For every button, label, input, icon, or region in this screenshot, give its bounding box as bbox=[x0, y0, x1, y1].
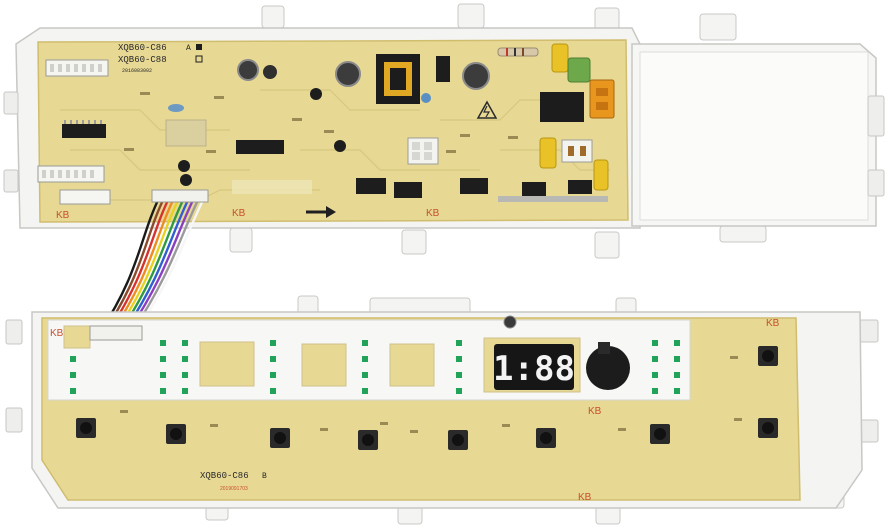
led bbox=[160, 340, 166, 346]
bottom-model-line: XQB60-C86 bbox=[200, 471, 249, 481]
top-variant-label: A bbox=[186, 44, 191, 53]
tactile-button-cap bbox=[170, 428, 182, 440]
bottom-date-code: 2019091703 bbox=[220, 486, 248, 492]
top-pcb: XQB60-C86 XQB60-C88 A 2016083002 KB KB K… bbox=[37, 39, 629, 223]
led bbox=[362, 372, 368, 378]
bottom-kb-mark-3: KB bbox=[578, 492, 592, 503]
led bbox=[160, 372, 166, 378]
led bbox=[160, 356, 166, 362]
bottom-kb-mark-2: KB bbox=[588, 406, 602, 417]
led bbox=[362, 356, 368, 362]
bottom-kb-mark-4: KB bbox=[766, 318, 780, 329]
led bbox=[160, 388, 166, 394]
led bbox=[652, 340, 658, 346]
tactile-button-cap bbox=[274, 432, 286, 444]
tactile-button-cap bbox=[762, 350, 774, 362]
led bbox=[652, 356, 658, 362]
tactile-button-cap bbox=[80, 422, 92, 434]
led bbox=[182, 388, 188, 394]
tactile-button-cap bbox=[452, 434, 464, 446]
top-model-line-1: XQB60-C86 bbox=[118, 43, 167, 53]
led bbox=[362, 388, 368, 394]
led bbox=[674, 388, 680, 394]
tactile-button-cap bbox=[540, 432, 552, 444]
led bbox=[270, 340, 276, 346]
led bbox=[652, 372, 658, 378]
led bbox=[270, 372, 276, 378]
led bbox=[362, 340, 368, 346]
top-kb-mark-3: KB bbox=[426, 208, 440, 219]
led bbox=[70, 372, 76, 378]
top-model-line-2: XQB60-C88 bbox=[118, 55, 167, 65]
led bbox=[270, 356, 276, 362]
display-digits: 1:88 bbox=[493, 349, 575, 389]
led bbox=[456, 340, 462, 346]
top-date-code: 2016083002 bbox=[122, 68, 152, 74]
tactile-button-cap bbox=[362, 434, 374, 446]
tactile-button-cap bbox=[762, 422, 774, 434]
tactile-button-cap bbox=[654, 428, 666, 440]
led bbox=[182, 372, 188, 378]
top-kb-mark-2: KB bbox=[232, 208, 246, 219]
led bbox=[674, 340, 680, 346]
led bbox=[456, 372, 462, 378]
harness-connector bbox=[151, 189, 209, 203]
top-kb-mark-1: KB bbox=[56, 210, 70, 221]
led bbox=[70, 356, 76, 362]
bottom-variant-label: B bbox=[262, 472, 267, 481]
led bbox=[70, 388, 76, 394]
led bbox=[674, 356, 680, 362]
tactile-buttons bbox=[76, 346, 778, 450]
led bbox=[674, 372, 680, 378]
bottom-kb-mark-1: KB bbox=[50, 328, 64, 339]
led bbox=[182, 356, 188, 362]
bottom-pcb: 1:88 XQB60-C86 B 2019091703 KB KB KB KB bbox=[41, 315, 801, 503]
led-indicators bbox=[70, 340, 680, 394]
seven-segment-display bbox=[494, 344, 574, 390]
led bbox=[652, 388, 658, 394]
buzzer bbox=[586, 346, 630, 390]
led bbox=[270, 388, 276, 394]
led bbox=[456, 388, 462, 394]
led bbox=[182, 340, 188, 346]
led bbox=[456, 356, 462, 362]
